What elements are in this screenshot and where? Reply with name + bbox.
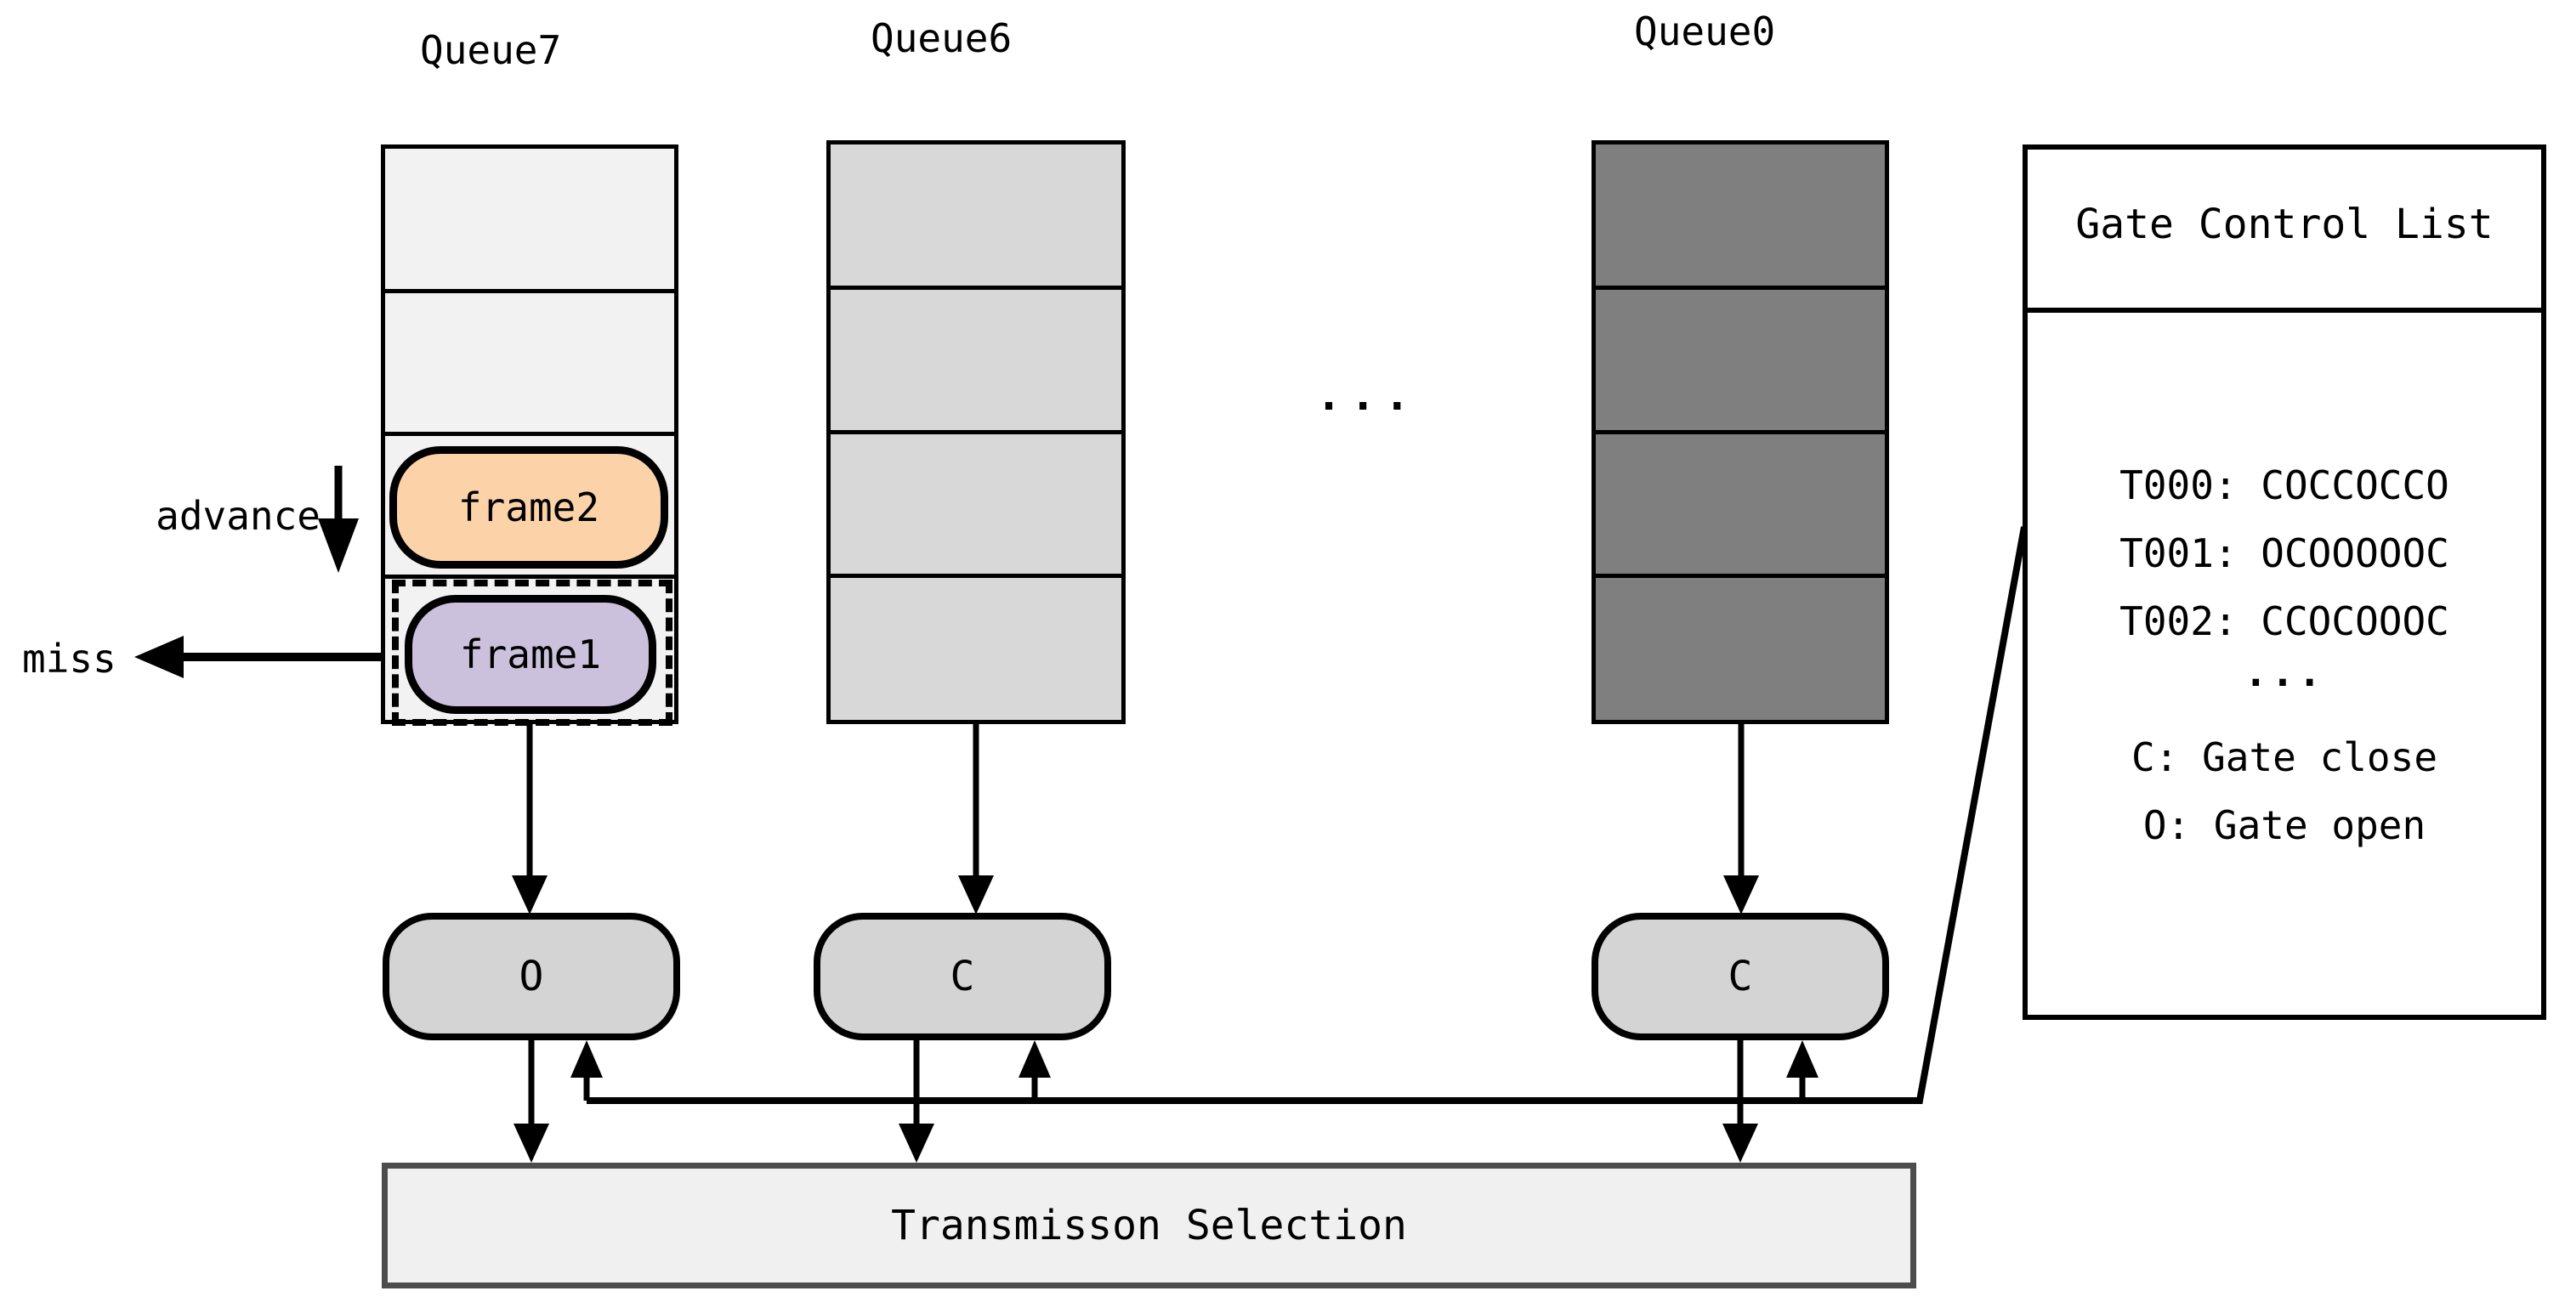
gate-queue0-to-ts-arrow	[1722, 1039, 1758, 1163]
queue7-cell-divider	[385, 289, 674, 293]
gcl-entry: T002: CCOCOOOC	[2119, 598, 2449, 644]
queue0-column	[1592, 140, 1889, 724]
queue0-cell-divider	[1596, 573, 1885, 578]
gcl-entry: T001: OCOOOOOC	[2119, 530, 2449, 576]
frame1-label: frame1	[459, 631, 602, 677]
miss-arrow	[134, 636, 383, 678]
gate-queue6-to-ts-arrow	[899, 1039, 934, 1163]
queue0-cell-divider	[1596, 286, 1885, 291]
gate-queue7-state: O	[519, 953, 544, 1000]
advance-arrow	[318, 466, 359, 573]
advance-label: advance	[156, 493, 321, 539]
gcl-legend-open: O: Gate open	[2142, 802, 2426, 848]
gate-queue6-state: C	[950, 953, 975, 1000]
frame2-label: frame2	[457, 484, 600, 530]
queue7-cell-divider	[385, 432, 674, 436]
queue7-cell-divider	[385, 575, 674, 579]
gate-queue0-state: C	[1728, 953, 1753, 1000]
queues-ellipsis: ...	[1316, 371, 1419, 420]
gate-queue6: C	[814, 913, 1111, 1040]
gcl-entry: T000: COCCOCCO	[2119, 462, 2449, 508]
queue7-to-gate-arrow	[512, 724, 548, 914]
miss-label: miss	[22, 636, 116, 682]
queue6-cell-divider	[831, 429, 1121, 434]
gate-control-list-title: Gate Control List	[2075, 201, 2494, 248]
queue0-label: Queue0	[1634, 8, 1776, 54]
queue0-cell-divider	[1596, 429, 1885, 434]
queue6-cell-divider	[831, 286, 1121, 291]
queue6-label: Queue6	[871, 15, 1013, 61]
transmission-selection-box: Transmisson Selection	[382, 1163, 1916, 1288]
queue0-to-gate-arrow	[1723, 724, 1759, 914]
gate-control-list-divider	[2028, 308, 2541, 313]
gcl-legend-close: C: Gate close	[2131, 734, 2438, 780]
queue6-cell-divider	[831, 573, 1121, 578]
gcl-ellipsis: ...	[2244, 649, 2325, 695]
queue7-label: Queue7	[420, 27, 562, 73]
queue6-column	[826, 140, 1126, 724]
gate-control-list-box: Gate Control List T000: COCCOCCO T001: O…	[2023, 144, 2546, 1020]
gate-queue7: O	[383, 913, 680, 1040]
queue6-to-gate-arrow	[958, 724, 994, 914]
transmission-selection-label: Transmisson Selection	[891, 1202, 1407, 1249]
gate-queue0: C	[1592, 913, 1889, 1040]
frame1-box: frame1	[405, 595, 656, 714]
frame2-box: frame2	[389, 446, 668, 569]
gate-queue7-to-ts-arrow	[513, 1039, 549, 1163]
